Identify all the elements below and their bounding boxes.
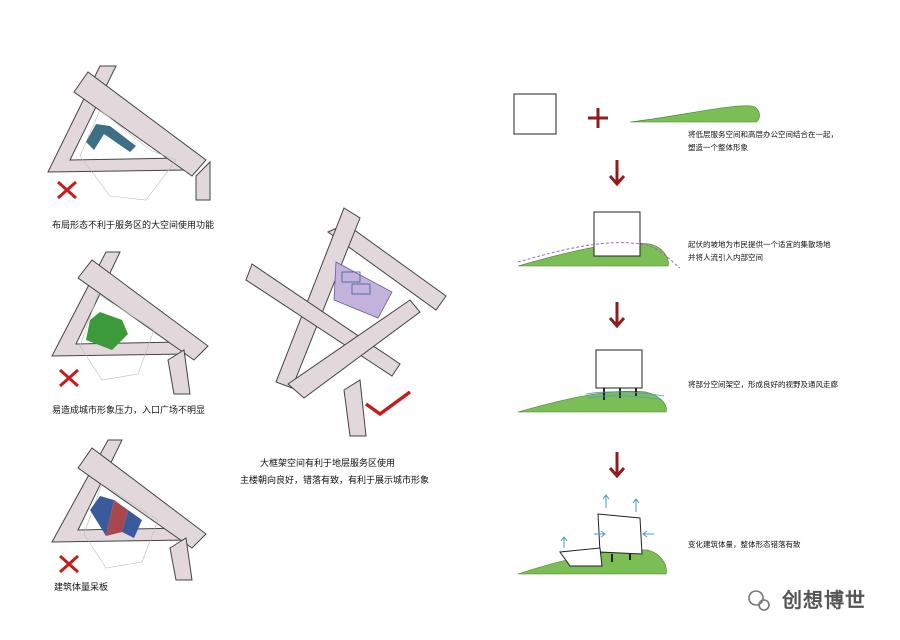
caption-panel-2: 易造成城市形象压力，入口广场不明显 xyxy=(52,406,206,416)
site-plan-2 xyxy=(51,251,209,395)
growth-arrows xyxy=(560,494,654,548)
cross-icon xyxy=(59,368,79,388)
caption-panel-4a: 大框架空间有利于地层服务区使用 xyxy=(260,459,396,469)
volume-box xyxy=(593,211,641,257)
caption-panel-3: 建筑体量呆板 xyxy=(54,583,109,593)
step-2-line-2: 并将人流引入内部空间 xyxy=(688,253,763,262)
hill-shape xyxy=(517,390,667,413)
cross-icon xyxy=(59,554,79,574)
road-3 xyxy=(195,160,211,201)
process-step-4 xyxy=(517,494,667,575)
down-arrow-icon xyxy=(608,160,626,187)
volume-box xyxy=(597,513,643,555)
watermark-text: 创想博世 xyxy=(782,588,866,612)
check-icon xyxy=(364,390,412,417)
site-outline-1 xyxy=(79,109,177,201)
down-arrow-icon xyxy=(608,452,626,479)
road-2 xyxy=(77,447,207,549)
road-2 xyxy=(77,259,209,361)
wind-line xyxy=(587,395,663,401)
wechat-icon xyxy=(748,590,770,611)
plus-icon xyxy=(588,108,608,128)
volume-box xyxy=(513,93,557,135)
site-outline-3 xyxy=(83,483,159,569)
road-5 xyxy=(343,379,367,437)
step-2-line-1: 起伏的坡地为市民提供一个适宜的集散场地 xyxy=(688,240,831,249)
site-outline-2 xyxy=(79,293,155,381)
building-block-3c xyxy=(122,510,142,538)
building-block-2 xyxy=(86,312,128,350)
road-3 xyxy=(169,537,193,581)
watermark: 创想博世 xyxy=(782,584,866,613)
building-block-3b xyxy=(106,500,128,536)
building-frame xyxy=(333,261,393,319)
step-1-line-2: 塑造一个整体形象 xyxy=(688,143,748,152)
site-plan-1 xyxy=(47,65,211,201)
building-inner-1 xyxy=(341,271,361,283)
step-3-line: 将部分空间架空，形成良好的视野及通风走廊 xyxy=(688,380,838,389)
process-step-3 xyxy=(517,349,667,413)
road-3 xyxy=(167,349,191,395)
building-block-1 xyxy=(86,124,136,152)
low-volume xyxy=(559,547,603,567)
volume-box xyxy=(595,349,643,389)
wind-line xyxy=(585,391,665,397)
road-4 xyxy=(287,299,421,399)
caption-panel-1: 布局形态不利于服务区的大空间使用功能 xyxy=(52,221,215,231)
site-plan-3 xyxy=(51,439,207,581)
cross-icon xyxy=(57,180,77,200)
building-block-3a xyxy=(90,496,114,536)
road-2 xyxy=(73,71,207,177)
hill-shape xyxy=(629,105,760,123)
down-arrow-icon xyxy=(608,302,626,329)
process-step-2 xyxy=(517,211,681,269)
caption-panel-4b: 主楼朝向良好，错落有致，有利于展示城市形象 xyxy=(240,476,430,486)
building-inner-2 xyxy=(351,283,371,295)
site-plan-4 xyxy=(245,207,447,437)
step-4-line: 变化建筑体量，整体形态错落有致 xyxy=(688,540,801,549)
hill-shape xyxy=(517,243,669,267)
step-1-line-1: 将低层服务空间和高层办公空间结合在一起， xyxy=(688,130,838,139)
process-step-1 xyxy=(513,93,760,135)
